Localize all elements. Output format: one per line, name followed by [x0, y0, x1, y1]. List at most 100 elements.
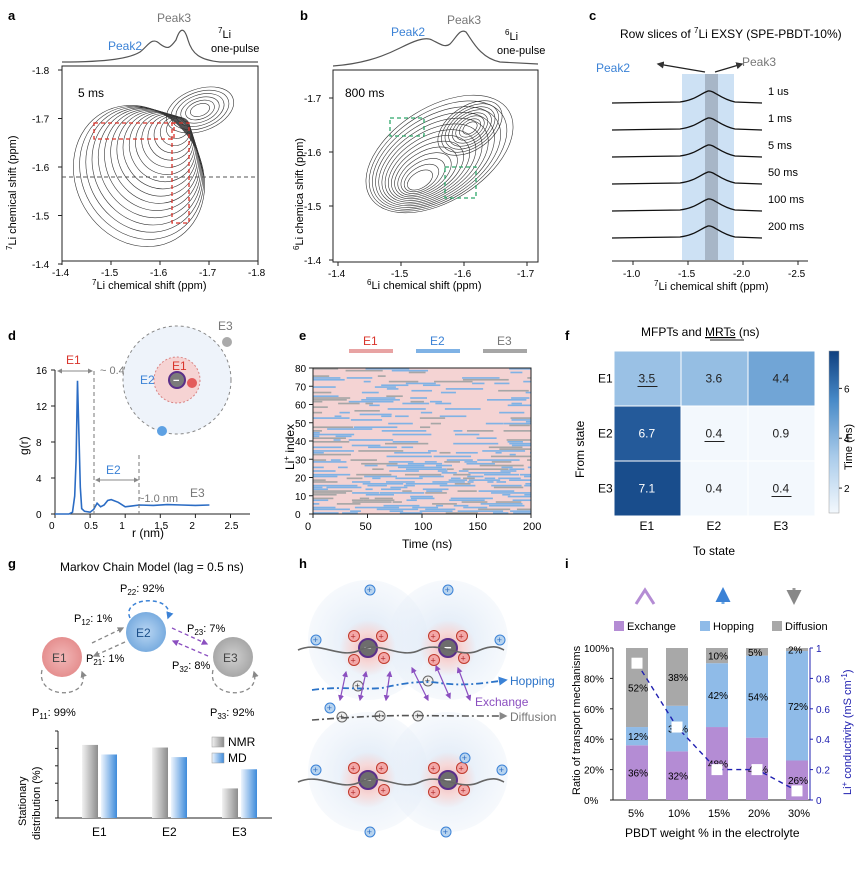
g-p32-sub: 32 [179, 665, 188, 674]
d-x-tick-label: 0 [49, 521, 55, 532]
e-raster-segment [419, 475, 444, 478]
i-ylabel-right-end: ) [842, 670, 854, 674]
e-raster-segment [313, 378, 345, 381]
b-y-tick-label: -1.4 [304, 256, 322, 267]
h-li-sign: + [431, 788, 436, 798]
h-exchange-arrow [456, 666, 472, 702]
f-title-underlined: MRTs [705, 325, 735, 339]
e-raster-segment [313, 399, 347, 401]
e-raster-segment [432, 481, 465, 483]
a-contour-line [91, 107, 202, 226]
b-peak2-label: Peak2 [391, 25, 425, 39]
i-bar-segment [666, 648, 688, 706]
e-raster-segment [381, 488, 401, 491]
i-bar-label: 42% [708, 691, 728, 702]
e-raster-segment [468, 479, 501, 481]
h-hopping-path [311, 676, 508, 691]
i-conductivity-marker [671, 721, 683, 733]
f-heatmap-cell [747, 460, 816, 517]
e-raster-segment [525, 420, 531, 423]
e-raster-segment [524, 493, 531, 496]
e-raster-segment [472, 382, 485, 385]
e-raster-segment [445, 388, 484, 390]
e-raster-segment [434, 380, 473, 383]
i-bar-segment [706, 648, 728, 664]
d-x-tick-label: 1 [119, 521, 125, 532]
c-trace-label: 1 ms [768, 113, 792, 125]
h-li-cation-icon [376, 762, 388, 774]
i-ylabel-right-sup2: -1 [840, 673, 849, 681]
i-bar-segment [626, 727, 648, 746]
e-y-tick-label: 40 [295, 437, 307, 448]
a-ylabel-sup: 7 [5, 245, 14, 250]
b-contour-line [441, 103, 499, 153]
e-raster-segment [386, 388, 399, 390]
c-trace-line [611, 117, 763, 131]
e-raster-segment [313, 493, 337, 496]
i-legend-swatch [700, 621, 710, 631]
e-raster-segment [335, 435, 352, 438]
d-x-tick-label: 2 [189, 521, 195, 532]
e-raster-segment [457, 510, 504, 512]
e-raster-segment [426, 490, 443, 492]
e-raster-segment [425, 492, 447, 494]
d-e2-label: E2 [106, 463, 121, 477]
e-raster-segment [392, 441, 419, 443]
i-legend-swatch [614, 621, 624, 631]
e-raster-segment [313, 377, 341, 379]
e-raster-segment [354, 409, 380, 412]
c-trace-label: 1 us [768, 86, 789, 98]
h-li-sign: + [381, 786, 386, 796]
e-raster-segment [446, 459, 473, 461]
h-free-li-icon [364, 584, 376, 596]
h-path-li-sign: + [339, 712, 344, 722]
e-raster-segment [410, 397, 427, 399]
b-note-li: Li [509, 31, 518, 43]
h-path-li-sign: + [355, 681, 360, 691]
e-raster-segment [453, 504, 469, 507]
e-raster-segment [313, 431, 320, 434]
e-raster-segment [403, 484, 415, 487]
h-exchange-arrow [435, 664, 451, 700]
e-raster-segment [313, 479, 326, 481]
e-raster-segment [478, 508, 511, 511]
d-xlabel: r (nm) [132, 526, 164, 540]
g-bar-category: E3 [232, 825, 247, 839]
c-x-ticks: -1.0-1.5-2.0-2.5 [623, 261, 806, 280]
e-raster-segment [487, 481, 494, 483]
g-ylabel-line1: Stationary [17, 776, 29, 826]
e-raster-segment [445, 512, 479, 514]
g-bar-category: E2 [162, 825, 177, 839]
e-x-tick-label: 150 [469, 521, 487, 533]
h-li-sign: + [379, 632, 384, 642]
a-contour-line [166, 86, 234, 134]
b-plot-frame [332, 69, 539, 263]
b-xlabel: Li chemical shift (ppm) [371, 280, 481, 292]
b-contour-plot [365, 94, 514, 214]
e-raster-segment [377, 375, 386, 377]
e-raster-segment [361, 399, 400, 401]
a-contour-line [180, 96, 220, 124]
h-free-li-icon [440, 826, 452, 838]
h-li-sign: + [461, 786, 466, 796]
e-raster-segment [363, 499, 395, 502]
e-raster-segment [392, 433, 432, 436]
e-raster-background [313, 368, 531, 514]
a-y-tick-label: -1.8 [32, 66, 50, 77]
e-raster-segment [466, 462, 495, 465]
e-raster-segment [440, 391, 456, 394]
e-raster-segment [313, 453, 351, 456]
e-raster-segment [361, 462, 398, 465]
a-x-tick-label: -1.7 [199, 268, 217, 279]
panel-letter-i: i [565, 556, 569, 571]
b-note-onepulse: one-pulse [497, 45, 545, 57]
e-raster-segment [527, 459, 531, 461]
e-raster-segment [404, 473, 442, 476]
f-cell-value: 0.9 [773, 427, 790, 441]
e-raster-segment [412, 506, 439, 509]
b-contour-line [365, 94, 514, 214]
panel-letter-h: h [299, 556, 307, 571]
